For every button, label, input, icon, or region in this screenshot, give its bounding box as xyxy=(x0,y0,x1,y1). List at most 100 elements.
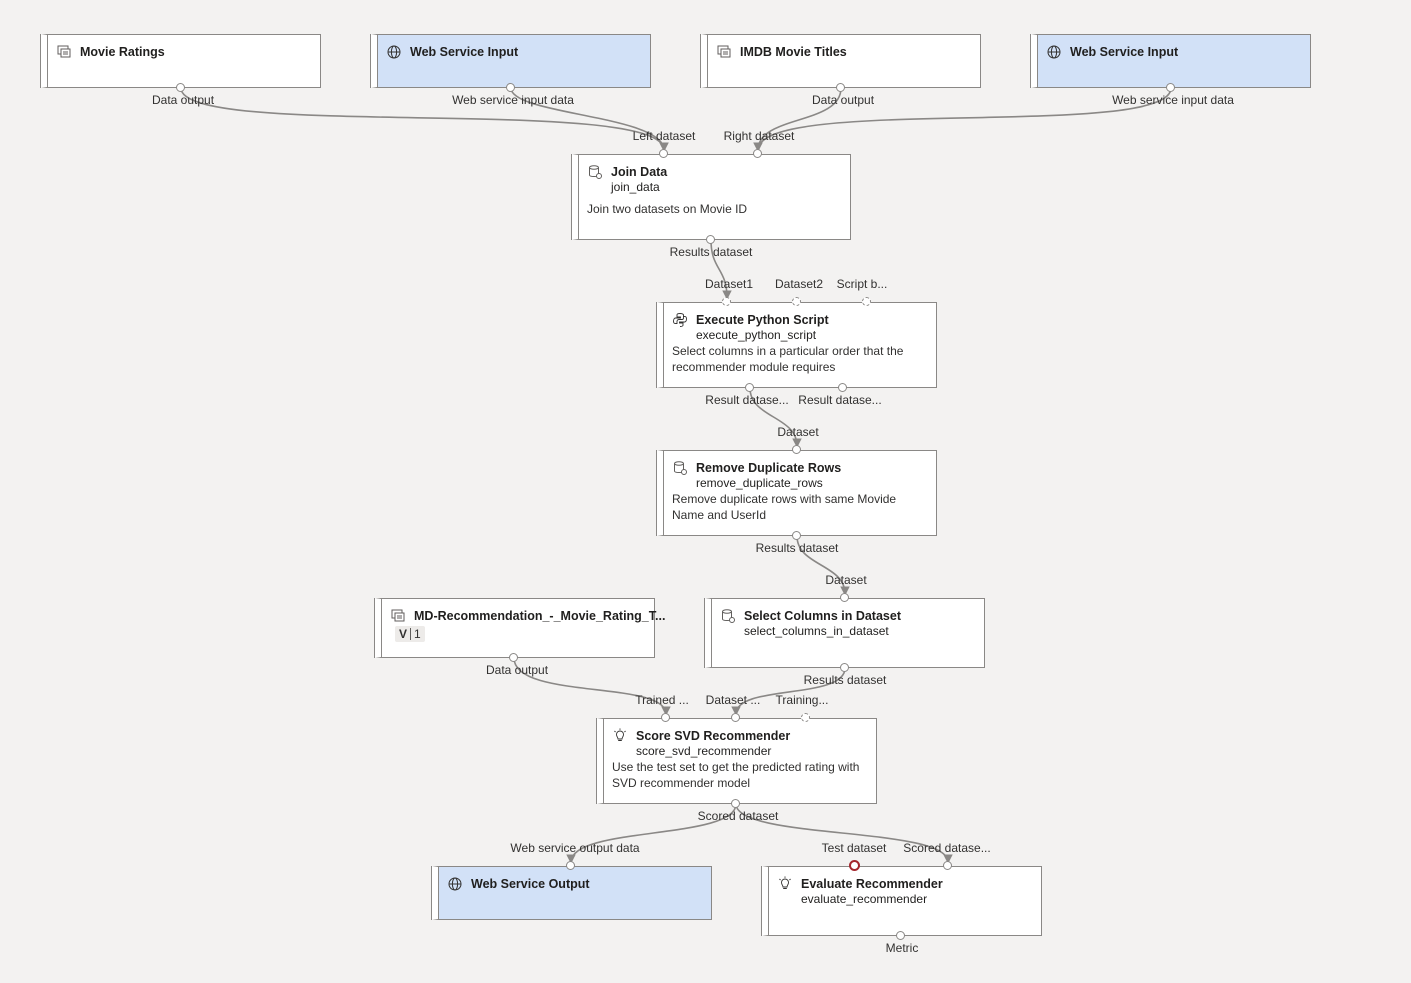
port-evaluate-output[interactable] xyxy=(896,931,905,940)
port-python-script-bundle[interactable] xyxy=(862,297,871,306)
node-subtitle: select_columns_in_dataset xyxy=(744,624,889,638)
port-evaluate-test-input[interactable] xyxy=(849,860,860,871)
port-label: Results dataset xyxy=(755,541,839,555)
node-title: Web Service Input xyxy=(410,45,519,59)
database-gear-icon xyxy=(722,609,735,623)
wire-ratings-to-join xyxy=(180,87,669,152)
node-subtitle: execute_python_script xyxy=(696,328,817,342)
port-select-output[interactable] xyxy=(840,663,849,672)
port-python-output-2[interactable] xyxy=(838,383,847,392)
database-gear-icon xyxy=(589,165,602,179)
port-label: Data output xyxy=(151,93,215,107)
node-title: Select Columns in Dataset xyxy=(744,609,901,623)
node-evaluate-recommender[interactable]: Evaluate Recommender evaluate_recommende… xyxy=(761,866,1042,936)
port-label: Result datase... xyxy=(705,393,789,407)
version-prefix: V xyxy=(399,627,408,641)
node-description: Remove duplicate rows with same Movide N… xyxy=(672,492,897,522)
node-title: Execute Python Script xyxy=(696,313,829,327)
port-label: Dataset2 xyxy=(774,277,824,291)
node-title: IMDB Movie Titles xyxy=(740,45,847,59)
dataset-icon xyxy=(717,45,731,58)
node-title: Join Data xyxy=(611,165,668,179)
port-python-dataset1[interactable] xyxy=(722,297,731,306)
node-title: Evaluate Recommender xyxy=(801,877,943,891)
node-movie-ratings[interactable]: Movie Ratings xyxy=(40,34,321,88)
node-join-data[interactable]: Join Data join_data Join two datasets on… xyxy=(571,154,851,240)
port-python-output-1[interactable] xyxy=(745,383,754,392)
port-label: Left dataset xyxy=(632,129,696,143)
port-label: Dataset ... xyxy=(705,693,761,707)
node-description: Join two datasets on Movie ID xyxy=(587,202,748,216)
database-gear-icon xyxy=(674,461,687,475)
port-join-left-input[interactable] xyxy=(659,149,668,158)
globe-icon xyxy=(387,45,401,59)
version-number: 1 xyxy=(414,627,421,641)
port-join-right-input[interactable] xyxy=(753,149,762,158)
port-evaluate-scored-input[interactable] xyxy=(943,861,952,870)
port-label: Script b... xyxy=(836,277,888,291)
node-description: Select columns in a particular order tha… xyxy=(672,344,904,374)
port-label: Data output xyxy=(485,663,549,677)
node-score-svd-recommender[interactable]: Score SVD Recommender score_svd_recommen… xyxy=(596,718,877,804)
port-join-output[interactable] xyxy=(706,235,715,244)
port-movie-ratings-output[interactable] xyxy=(176,83,185,92)
port-score-dataset-input[interactable] xyxy=(731,713,740,722)
port-label: Scored datase... xyxy=(903,841,991,855)
node-title: MD-Recommendation_-_Movie_Rating_T... xyxy=(414,609,666,623)
node-title: Web Service Output xyxy=(471,877,590,891)
node-subtitle: join_data xyxy=(611,180,660,194)
port-score-output[interactable] xyxy=(731,799,740,808)
port-ws-output-input[interactable] xyxy=(566,861,575,870)
node-subtitle: remove_duplicate_rows xyxy=(696,476,823,490)
port-ws-input-2-output[interactable] xyxy=(1166,83,1175,92)
node-subtitle: score_svd_recommender xyxy=(636,744,772,758)
port-label: Results dataset xyxy=(669,245,753,259)
port-label: Training... xyxy=(775,693,829,707)
port-select-input[interactable] xyxy=(840,593,849,602)
node-web-service-input-2[interactable]: Web Service Input xyxy=(1030,34,1311,88)
port-label: Right dataset xyxy=(723,129,795,143)
node-web-service-output[interactable]: Web Service Output xyxy=(431,866,712,920)
port-python-dataset2[interactable] xyxy=(792,297,801,306)
lightbulb-icon xyxy=(614,728,626,741)
port-label: Dataset xyxy=(777,425,819,439)
port-label: Dataset1 xyxy=(704,277,754,291)
port-score-training-input[interactable] xyxy=(801,713,810,722)
port-label: Web service output data xyxy=(510,841,640,855)
node-title: Movie Ratings xyxy=(80,45,165,59)
port-label: Result datase... xyxy=(798,393,882,407)
version-badge: V 1 xyxy=(395,626,425,642)
node-subtitle: evaluate_recommender xyxy=(801,892,928,906)
port-label: Dataset xyxy=(825,573,867,587)
port-label: Trained ... xyxy=(635,693,689,707)
node-imdb-movie-titles[interactable]: IMDB Movie Titles xyxy=(700,34,981,88)
port-dedupe-input[interactable] xyxy=(792,445,801,454)
dataset-icon xyxy=(57,45,71,58)
port-md-output[interactable] xyxy=(509,653,518,662)
node-execute-python-script[interactable]: Execute Python Script execute_python_scr… xyxy=(656,302,937,388)
node-web-service-input-1[interactable]: Web Service Input xyxy=(370,34,651,88)
port-score-trained-input[interactable] xyxy=(661,713,670,722)
globe-icon xyxy=(1047,45,1061,59)
port-label: Scored dataset xyxy=(697,809,779,823)
node-select-columns[interactable]: Select Columns in Dataset select_columns… xyxy=(704,598,985,668)
port-ws-input-1-output[interactable] xyxy=(506,83,515,92)
version-separator xyxy=(410,628,412,640)
node-title: Score SVD Recommender xyxy=(636,729,791,743)
port-label: Web service input data xyxy=(1112,93,1234,107)
port-imdb-output[interactable] xyxy=(836,83,845,92)
node-title: Remove Duplicate Rows xyxy=(696,461,842,475)
globe-icon xyxy=(448,877,462,891)
node-remove-duplicate-rows[interactable]: Remove Duplicate Rows remove_duplicate_r… xyxy=(656,450,937,536)
node-description: Use the test set to get the predicted ra… xyxy=(612,760,860,790)
port-dedupe-output[interactable] xyxy=(792,531,801,540)
port-label: Data output xyxy=(811,93,875,107)
node-title: Web Service Input xyxy=(1070,45,1179,59)
node-md-recommendation[interactable]: MD-Recommendation_-_Movie_Rating_T... V … xyxy=(374,598,665,658)
port-label: Metric xyxy=(885,941,919,955)
python-icon xyxy=(673,313,687,327)
port-label: Test dataset xyxy=(821,841,887,855)
port-label: Results dataset xyxy=(803,673,887,687)
port-label: Web service input data xyxy=(452,93,574,107)
dataset-icon xyxy=(391,609,405,622)
